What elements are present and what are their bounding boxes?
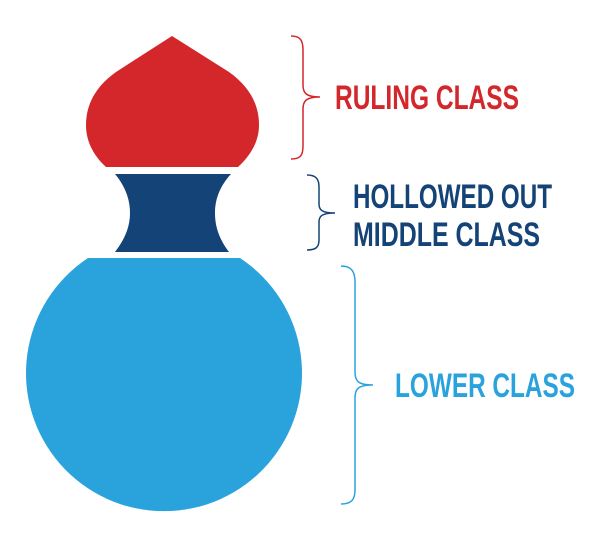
middle-class-label-line2: MIDDLE CLASS: [353, 216, 540, 254]
ruling-class-dome: [86, 36, 259, 167]
middle-class-waist: [115, 174, 231, 252]
middle-class-label-line1: HOLLOWED OUT: [353, 178, 552, 216]
lower-class-bulb: [26, 258, 303, 512]
ruling-class-brace: [290, 35, 321, 160]
ruling-class-label: RULING CLASS: [335, 79, 519, 117]
middle-class-brace: [306, 174, 336, 251]
lower-class-label: LOWER CLASS: [395, 367, 575, 405]
lower-class-brace: [340, 265, 374, 505]
